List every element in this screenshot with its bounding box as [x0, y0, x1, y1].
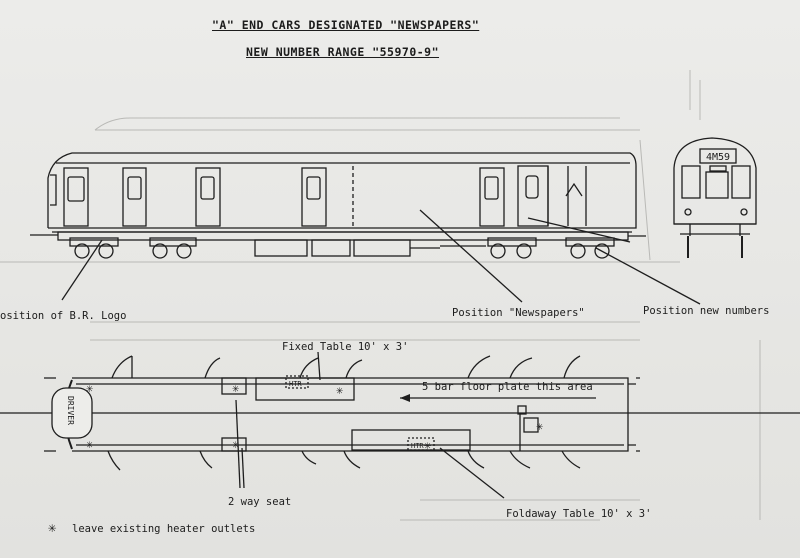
label-br-logo: osition of B.R. Logo	[0, 310, 127, 322]
htr-top-text: HTR	[289, 380, 302, 388]
heater-outlet-markers: ✳ ✳ ✳ ✳ ✳ ✳ ✳	[86, 381, 543, 452]
heater-outlet-star: ✳	[232, 437, 239, 451]
side-elevation	[30, 152, 646, 259]
legend-text: leave existing heater outlets	[72, 523, 256, 535]
bogie-rear	[487, 237, 615, 259]
label-fixed-table: Fixed Table 10' x 3'	[282, 341, 409, 353]
heater-outlet-star: ✳	[336, 383, 343, 397]
headcode-text: 4M59	[706, 152, 730, 163]
title-line-1: "A" END CARS DESIGNATED "NEWSPAPERS"	[212, 18, 480, 32]
legend-symbol: ✳	[48, 520, 57, 536]
bogie-front	[69, 237, 197, 259]
heater-outlet-star: ✳	[86, 381, 93, 395]
driver-text: DRIVER	[66, 396, 75, 425]
label-position-newspapers: Position "Newspapers"	[452, 307, 585, 319]
heater-outlet-star: ✳	[536, 419, 543, 433]
label-floor-plate: 5 bar floor plate this area	[422, 381, 593, 393]
heater-outlet-star: ✳	[424, 438, 431, 452]
heater-outlet-star: ✳	[86, 437, 93, 451]
title-line-2: NEW NUMBER RANGE "55970-9"	[246, 45, 440, 59]
htr-bottom-text: HTR	[411, 442, 424, 450]
label-foldaway-table: Foldaway Table 10' x 3'	[506, 508, 652, 520]
show-through-ghost-lines	[0, 70, 761, 521]
label-two-way-seat: 2 way seat	[228, 496, 292, 508]
leader-lines	[61, 209, 701, 499]
label-position-numbers: Position new numbers	[643, 305, 770, 317]
plan-view: DRIVER HTR HTR	[0, 355, 800, 471]
end-elevation: 4M59	[673, 137, 757, 258]
heater-outlet-star: ✳	[232, 381, 239, 395]
